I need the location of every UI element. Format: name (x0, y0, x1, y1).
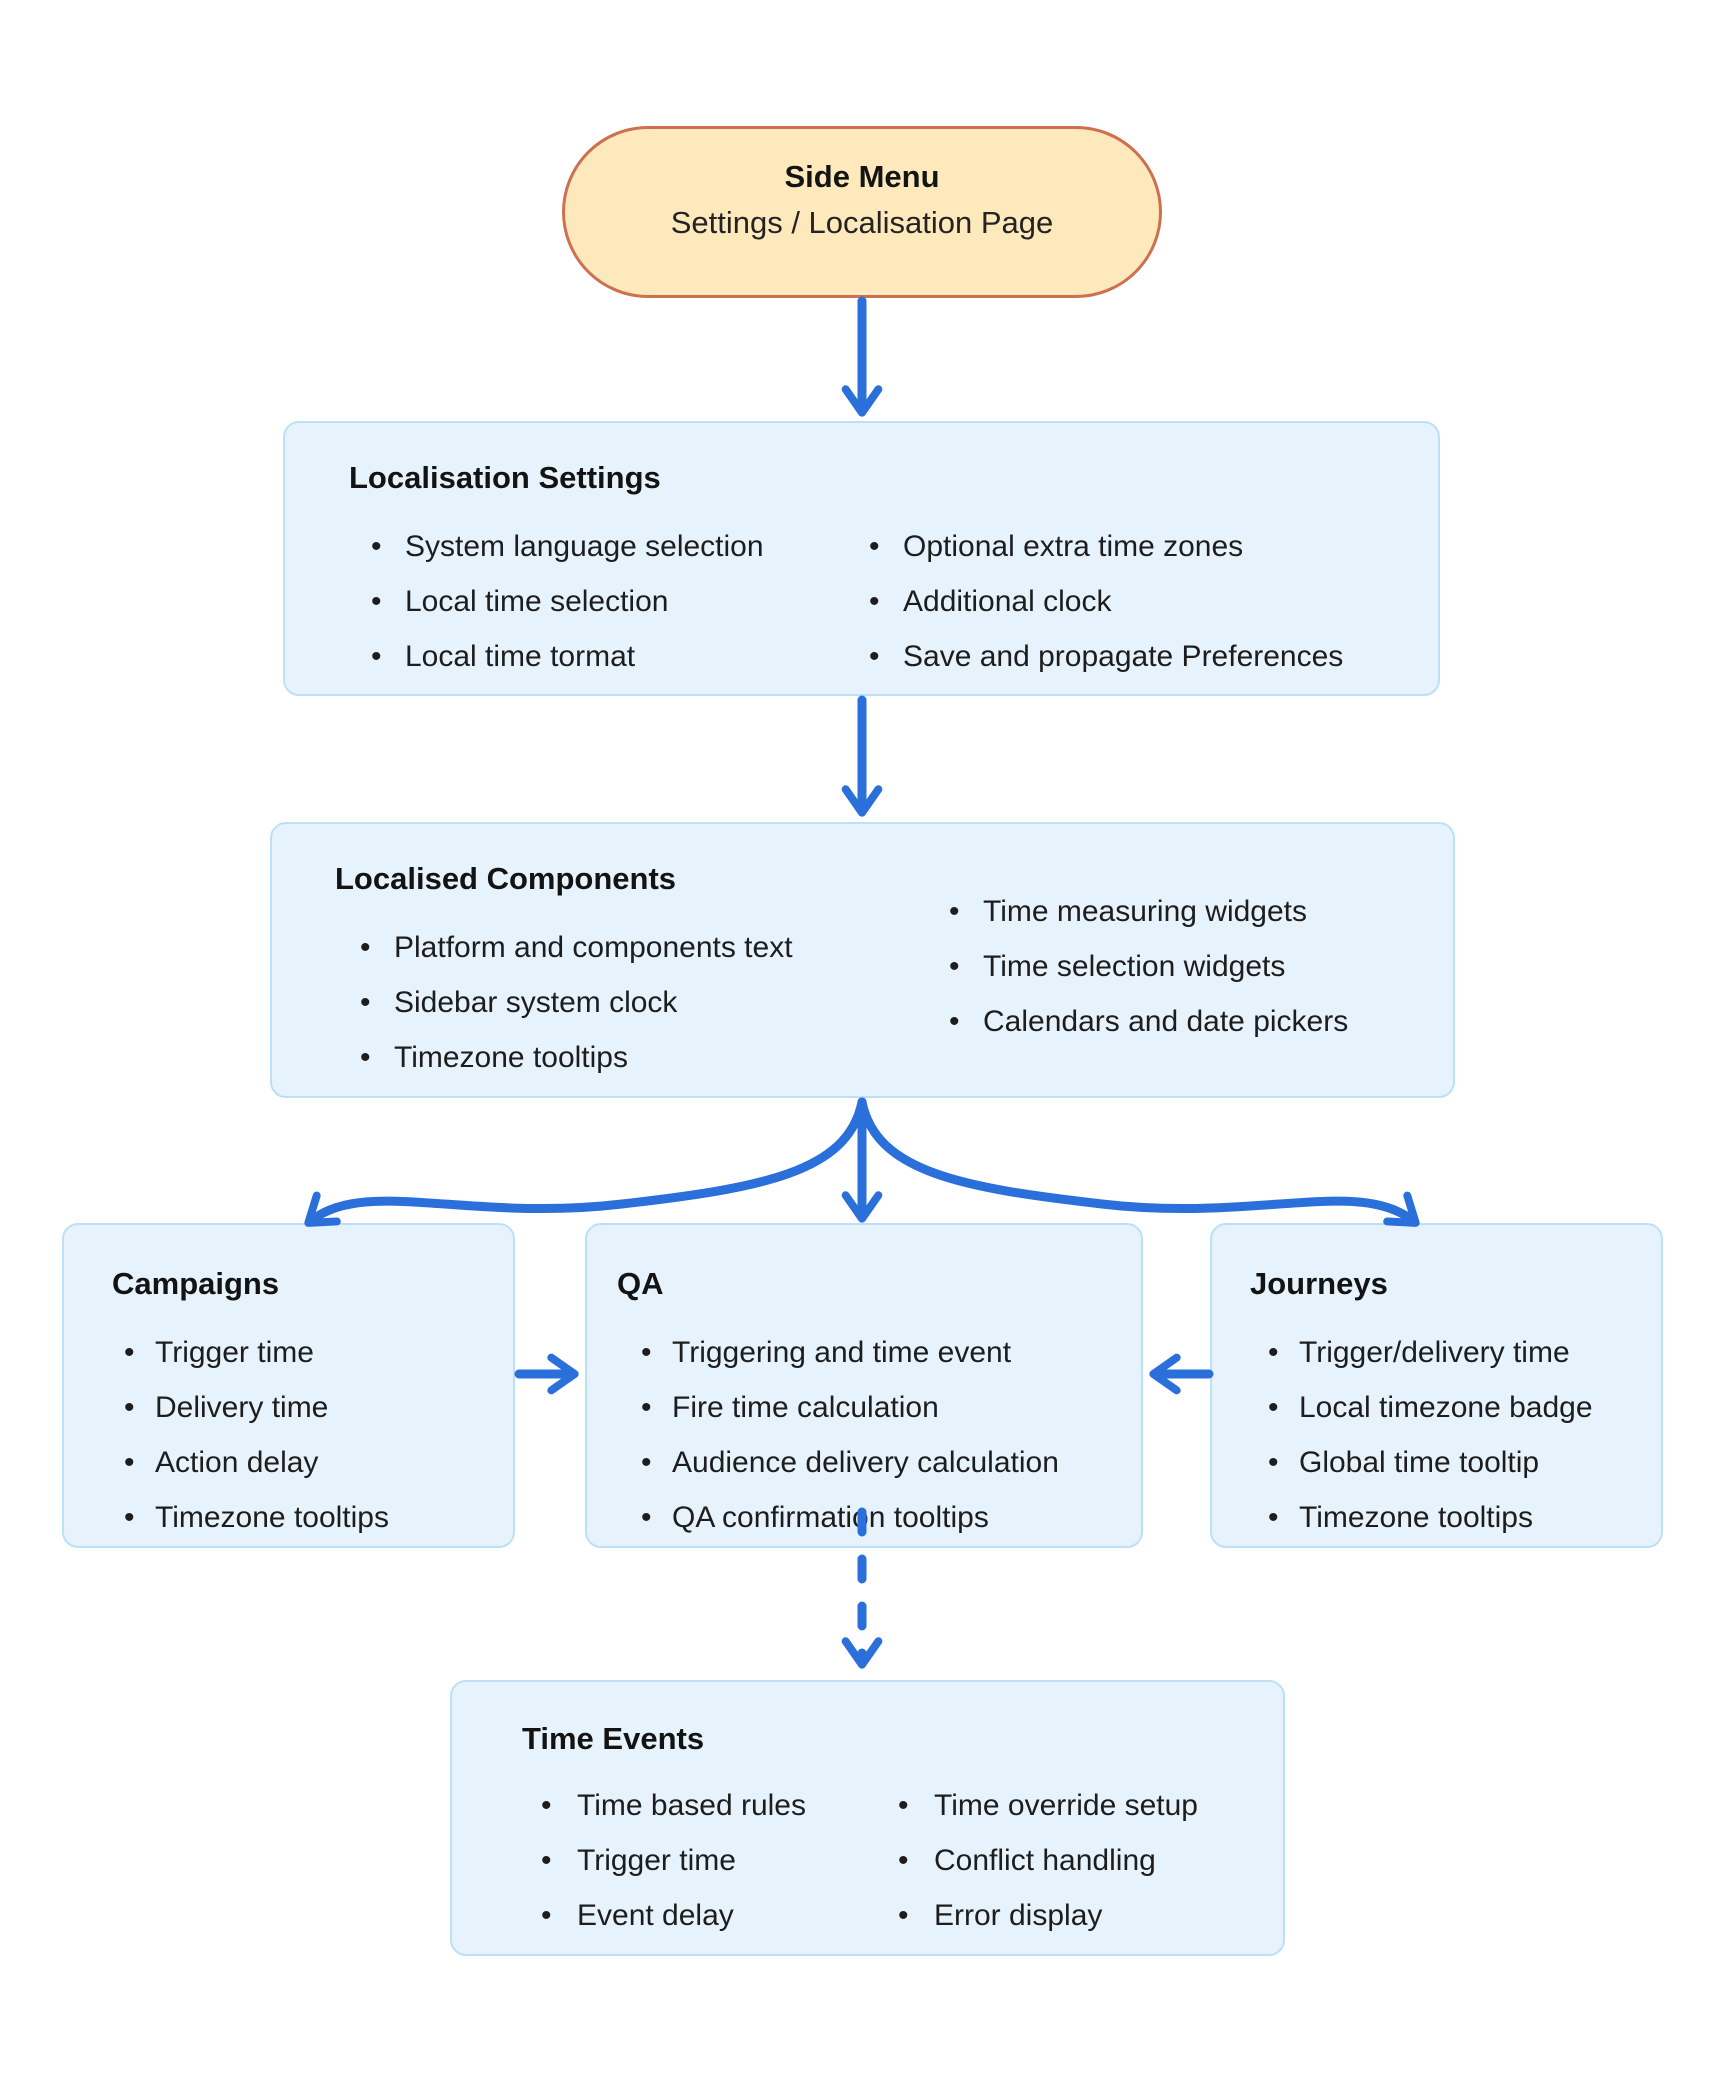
localised-components-left-list: Platform and components text Sidebar sys… (360, 920, 793, 1085)
bullet-item: Local timezone badge (1268, 1380, 1593, 1435)
arrow-components-to-journeys (857, 1097, 1420, 1227)
bullet-item: Save and propagate Preferences (869, 629, 1343, 684)
bullet-item: Conflict handling (898, 1833, 1198, 1888)
bullet-item: Time selection widgets (949, 939, 1348, 994)
bullet-item: Delivery time (124, 1380, 389, 1435)
bullet-item: Time override setup (898, 1778, 1198, 1833)
node-campaigns: Campaigns Trigger time Delivery time Act… (62, 1223, 515, 1548)
bullet-item: Calendars and date pickers (949, 994, 1348, 1049)
side-menu-subtitle: Settings / Localisation Page (670, 205, 1054, 240)
localised-components-right-list: Time measuring widgets Time selection wi… (949, 884, 1348, 1049)
bullet-item: Global time tooltip (1268, 1435, 1593, 1490)
arrow-components-to-campaigns (304, 1097, 867, 1227)
bullet-item: Local time tormat (371, 629, 764, 684)
bullet-item: Sidebar system clock (360, 975, 793, 1030)
bullet-item: QA confirmation tooltips (641, 1490, 1059, 1545)
time-events-title: Time Events (522, 1721, 705, 1756)
bullet-item: Time based rules (541, 1778, 806, 1833)
bullet-item: Audience delivery calculation (641, 1435, 1059, 1490)
bullet-item: Timezone tooltips (124, 1490, 389, 1545)
node-qa: QA Triggering and time event Fire time c… (585, 1223, 1143, 1548)
node-localisation-settings: Localisation Settings System language se… (283, 421, 1440, 696)
time-events-right-list: Time override setup Conflict handling Er… (898, 1778, 1198, 1943)
bullet-item: Platform and components text (360, 920, 793, 975)
campaigns-title: Campaigns (112, 1266, 280, 1301)
bullet-item: Fire time calculation (641, 1380, 1059, 1435)
side-menu-title: Side Menu (784, 159, 940, 194)
bullet-item: Timezone tooltips (360, 1030, 793, 1085)
localised-components-title: Localised Components (335, 861, 677, 896)
bullet-item: Trigger/delivery time (1268, 1325, 1593, 1380)
bullet-item: Timezone tooltips (1268, 1490, 1593, 1545)
bullet-item: Local time selection (371, 574, 764, 629)
localisation-settings-title: Localisation Settings (349, 460, 661, 495)
journeys-title: Journeys (1250, 1266, 1388, 1301)
bullet-item: Error display (898, 1888, 1198, 1943)
bullet-item: Time measuring widgets (949, 884, 1348, 939)
node-side-menu: Side Menu Settings / Localisation Page (562, 126, 1162, 298)
node-localised-components: Localised Components Platform and compon… (270, 822, 1455, 1098)
journeys-list: Trigger/delivery time Local timezone bad… (1268, 1325, 1593, 1545)
node-time-events: Time Events Time based rules Trigger tim… (450, 1680, 1285, 1956)
bullet-item: Optional extra time zones (869, 519, 1343, 574)
bullet-item: System language selection (371, 519, 764, 574)
qa-title: QA (617, 1266, 664, 1301)
bullet-item: Additional clock (869, 574, 1343, 629)
localisation-settings-left-list: System language selection Local time sel… (371, 519, 764, 684)
bullet-item: Event delay (541, 1888, 806, 1943)
campaigns-list: Trigger time Delivery time Action delay … (124, 1325, 389, 1545)
bullet-item: Action delay (124, 1435, 389, 1490)
time-events-left-list: Time based rules Trigger time Event dela… (541, 1778, 806, 1943)
node-journeys: Journeys Trigger/delivery time Local tim… (1210, 1223, 1663, 1548)
qa-list: Triggering and time event Fire time calc… (641, 1325, 1059, 1545)
bullet-item: Trigger time (541, 1833, 806, 1888)
localisation-settings-right-list: Optional extra time zones Additional clo… (869, 519, 1343, 684)
bullet-item: Triggering and time event (641, 1325, 1059, 1380)
bullet-item: Trigger time (124, 1325, 389, 1380)
